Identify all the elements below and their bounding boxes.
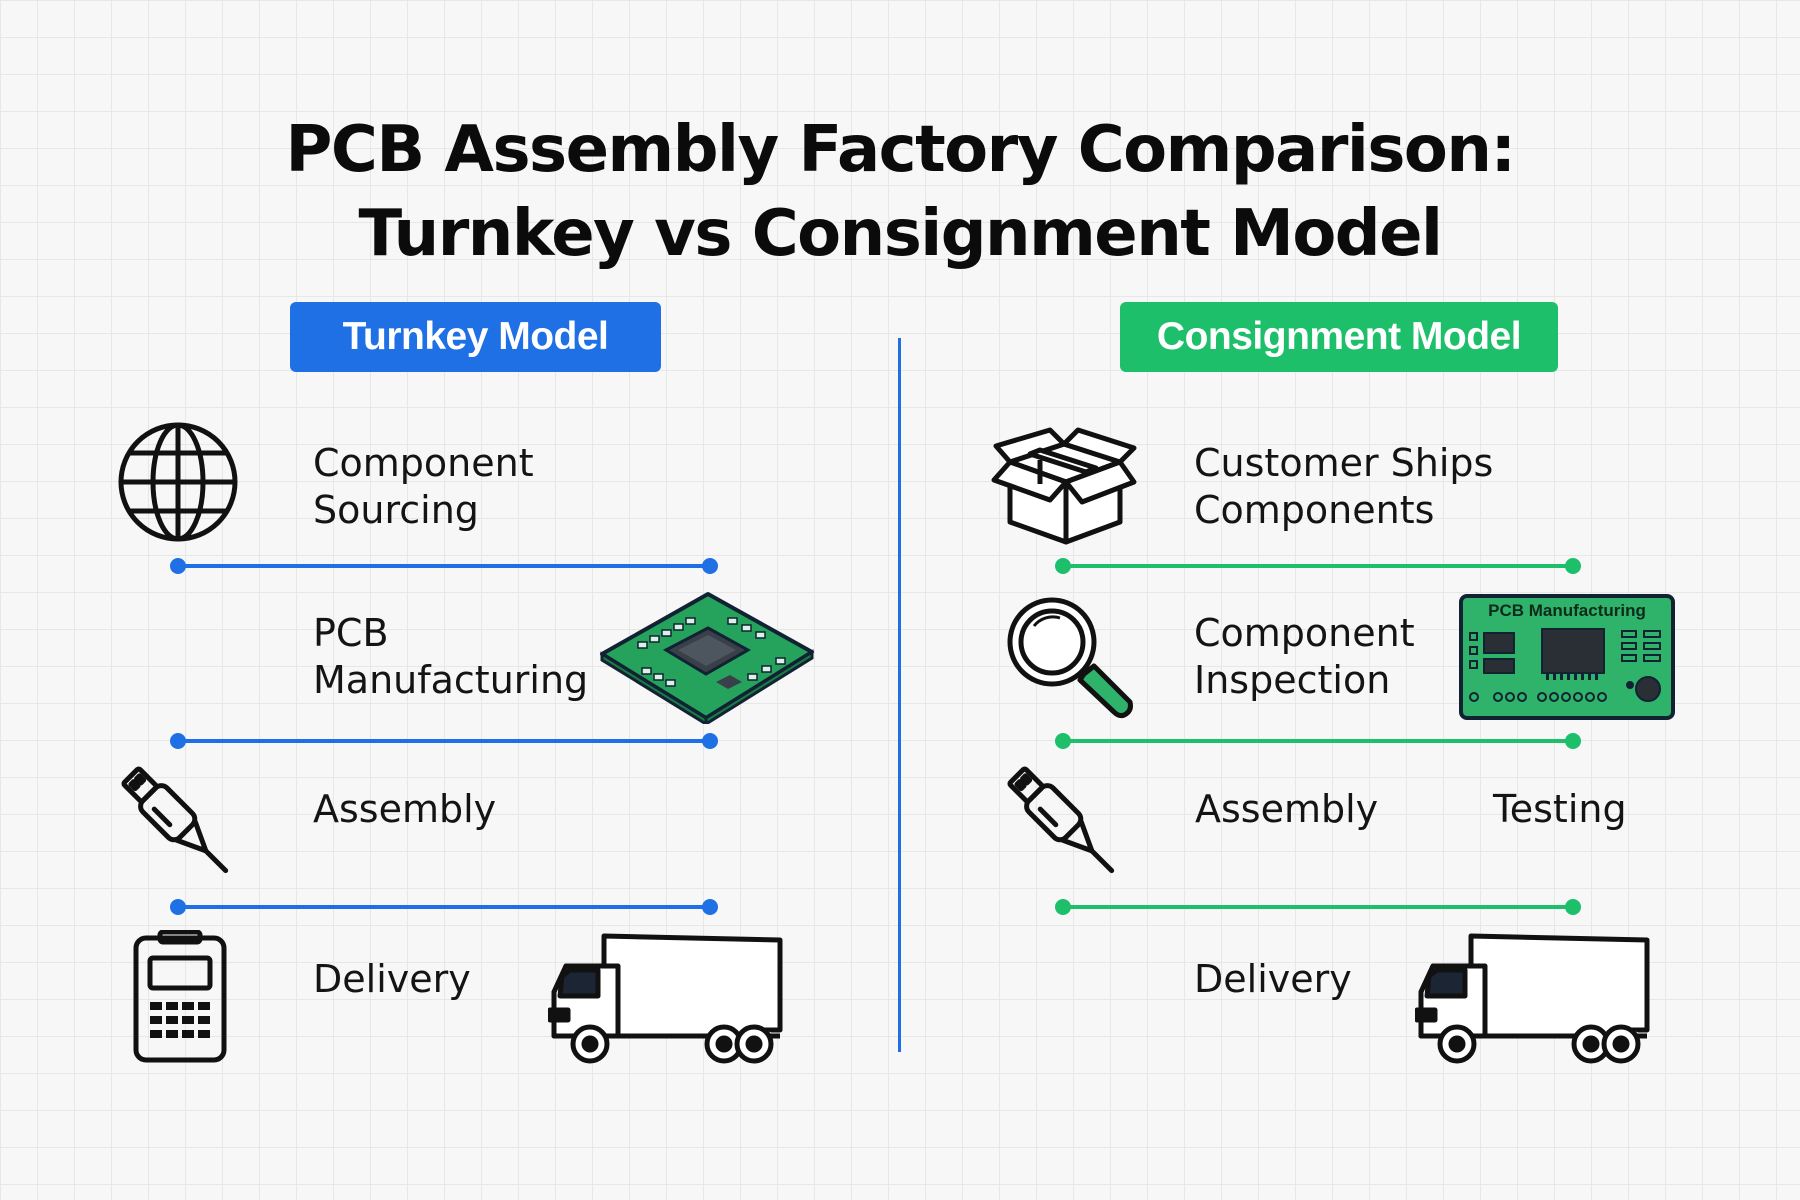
consignment-model-badge: Consignment Model xyxy=(1120,302,1558,372)
step-delivery: Delivery xyxy=(313,957,471,1001)
step-pcb-manufacturing: PCB Manufacturing xyxy=(313,611,589,702)
step-delivery: Delivery xyxy=(1194,957,1352,1001)
magnifier-icon xyxy=(1004,596,1138,724)
truck-icon xyxy=(1415,930,1651,1068)
column-divider xyxy=(898,338,901,1052)
turnkey-connector-2 xyxy=(170,733,718,749)
box-icon xyxy=(990,424,1138,546)
globe-icon xyxy=(116,420,240,544)
title-line-1: PCB Assembly Factory Comparison: xyxy=(285,113,1516,187)
turnkey-model-badge: Turnkey Model xyxy=(290,302,661,372)
pcb-board-label: PCB Manufacturing xyxy=(1488,601,1646,620)
step-customer-ships-components: Customer Ships Components xyxy=(1194,441,1494,532)
page-title: PCB Assembly Factory Comparison: Turnkey… xyxy=(0,108,1800,276)
pcb-chip-icon xyxy=(596,590,818,724)
consignment-connector-1 xyxy=(1055,558,1581,574)
consignment-connector-3 xyxy=(1055,899,1581,915)
title-line-2: Turnkey vs Consignment Model xyxy=(358,197,1443,271)
consignment-connector-2 xyxy=(1055,733,1581,749)
truck-icon xyxy=(548,930,784,1068)
step-assembly: Assembly xyxy=(313,787,497,831)
calculator-icon xyxy=(132,930,228,1064)
pcb-board-icon: PCB Manufacturing xyxy=(1458,593,1676,721)
turnkey-connector-1 xyxy=(170,558,718,574)
step-component-inspection: Component Inspection xyxy=(1194,611,1415,702)
soldering-iron-icon xyxy=(116,762,242,886)
step-assembly: Assembly xyxy=(1195,787,1379,831)
soldering-iron-icon xyxy=(1002,762,1128,886)
step-component-sourcing: Component Sourcing xyxy=(313,441,534,532)
turnkey-connector-3 xyxy=(170,899,718,915)
step-testing: Testing xyxy=(1493,787,1627,831)
